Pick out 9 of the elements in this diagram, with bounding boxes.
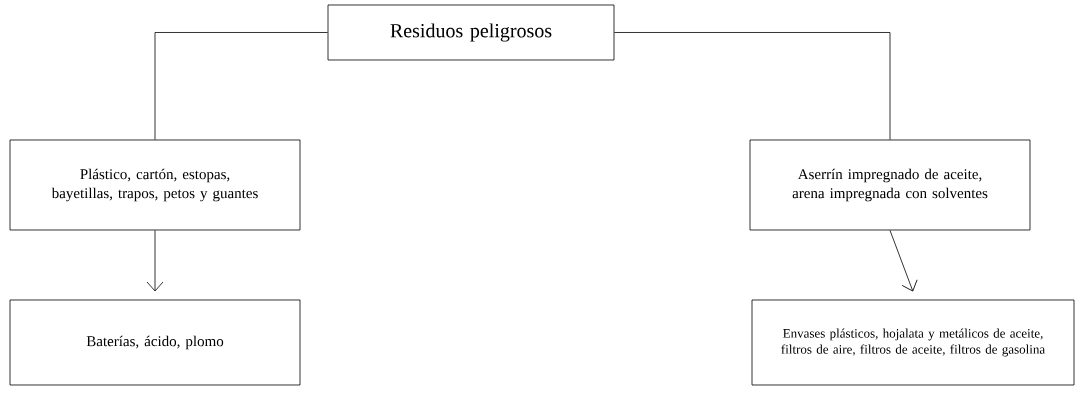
text-box: Envases plásticos, hojalata y metálicos de aceite, filtros de aire, filtros de aceite, filtros de gasolina	[751, 299, 1075, 386]
connector-line	[154, 32, 328, 140]
text-box: Baterías, ácido, plomo	[9, 299, 301, 386]
arrow	[889, 230, 918, 292]
connector-line	[614, 32, 891, 140]
text-box: Plástico, cartón, estopas, bayetillas, trapos, petos y guantes	[9, 139, 301, 231]
title-box: Residuos peligrosos	[327, 4, 615, 61]
arrow	[146, 230, 164, 292]
text-box: Aserrín impregnado de aceite, arena impregnada con solventes	[749, 139, 1031, 231]
